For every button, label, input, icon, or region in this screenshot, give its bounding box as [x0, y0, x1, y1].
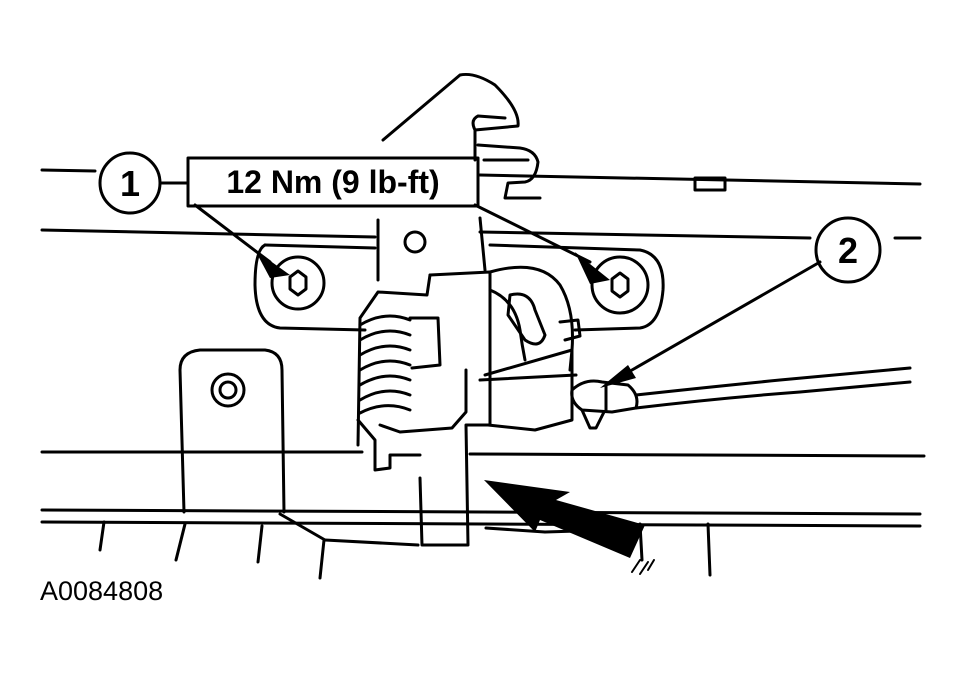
callout-circle-1	[98, 151, 162, 215]
release-cable	[570, 366, 912, 430]
view-marks	[631, 559, 655, 575]
left-bracket	[178, 348, 286, 514]
bolt-right	[610, 271, 630, 299]
callout-circle-2	[814, 216, 882, 284]
latch-spring	[358, 314, 442, 415]
callout-number-1: 1	[120, 163, 140, 204]
latch-body	[356, 265, 582, 547]
arrowhead-1a	[255, 250, 290, 278]
torque-label: 12 Nm (9 lb-ft)	[226, 164, 439, 200]
radiator-support-panel	[40, 168, 926, 580]
view-direction-arrow	[484, 480, 645, 558]
bolt-left	[288, 269, 308, 297]
arrowhead-1b	[575, 252, 610, 284]
arrowhead-2	[600, 365, 636, 388]
callout-leaders	[159, 156, 822, 372]
striker-hook	[376, 73, 542, 282]
figure-id: A0084808	[40, 576, 163, 606]
callout-number-2: 2	[838, 230, 858, 271]
latch-mounting-plate	[253, 176, 727, 332]
